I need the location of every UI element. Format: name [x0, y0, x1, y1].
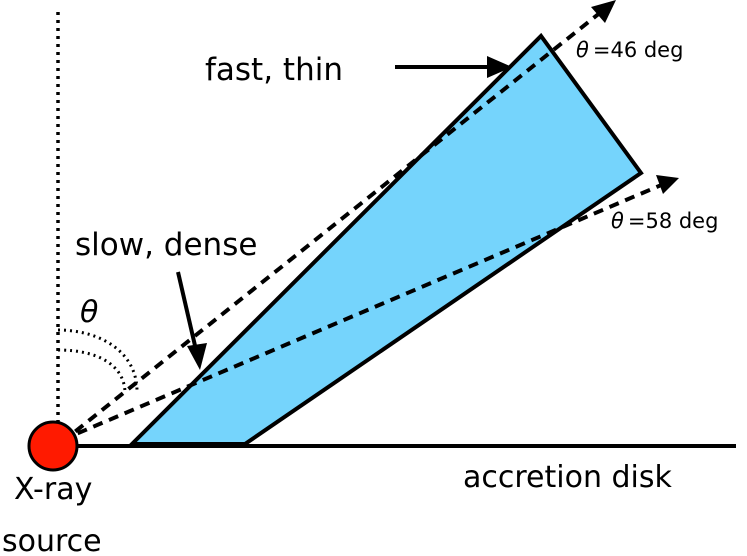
xray-source-label-line2: source	[2, 524, 102, 556]
sightline-58-arrowhead	[656, 175, 679, 194]
outflow-region	[127, 32, 644, 446]
slow-dense-arrow	[176, 271, 198, 351]
theta-58-symbol: θ	[611, 209, 624, 233]
theta-46-value: =46 deg	[593, 38, 684, 62]
slow-dense-label: slow, dense	[75, 227, 257, 263]
fast-thin-arrowhead	[487, 56, 512, 78]
xray-source-dot	[27, 420, 79, 472]
xray-source-label-line1: X-ray	[14, 472, 92, 507]
sightline-46-arrowhead	[591, 0, 616, 23]
slow-dense-arrowhead	[187, 343, 207, 370]
sightline-58	[61, 181, 667, 442]
sightline-46	[60, 6, 608, 444]
theta-58-value: =58 deg	[628, 209, 719, 233]
accretion-disk-label: accretion disk	[463, 460, 673, 495]
theta-arc-inner	[57, 348, 127, 393]
theta-angle-label: θ	[80, 295, 98, 330]
theta-58-label: θ=58 deg	[611, 209, 718, 233]
theta-46-label: θ=46 deg	[576, 38, 683, 62]
fast-thin-label: fast, thin	[205, 52, 343, 88]
theta-arc-outer	[57, 328, 139, 394]
theta-46-symbol: θ	[576, 38, 589, 62]
